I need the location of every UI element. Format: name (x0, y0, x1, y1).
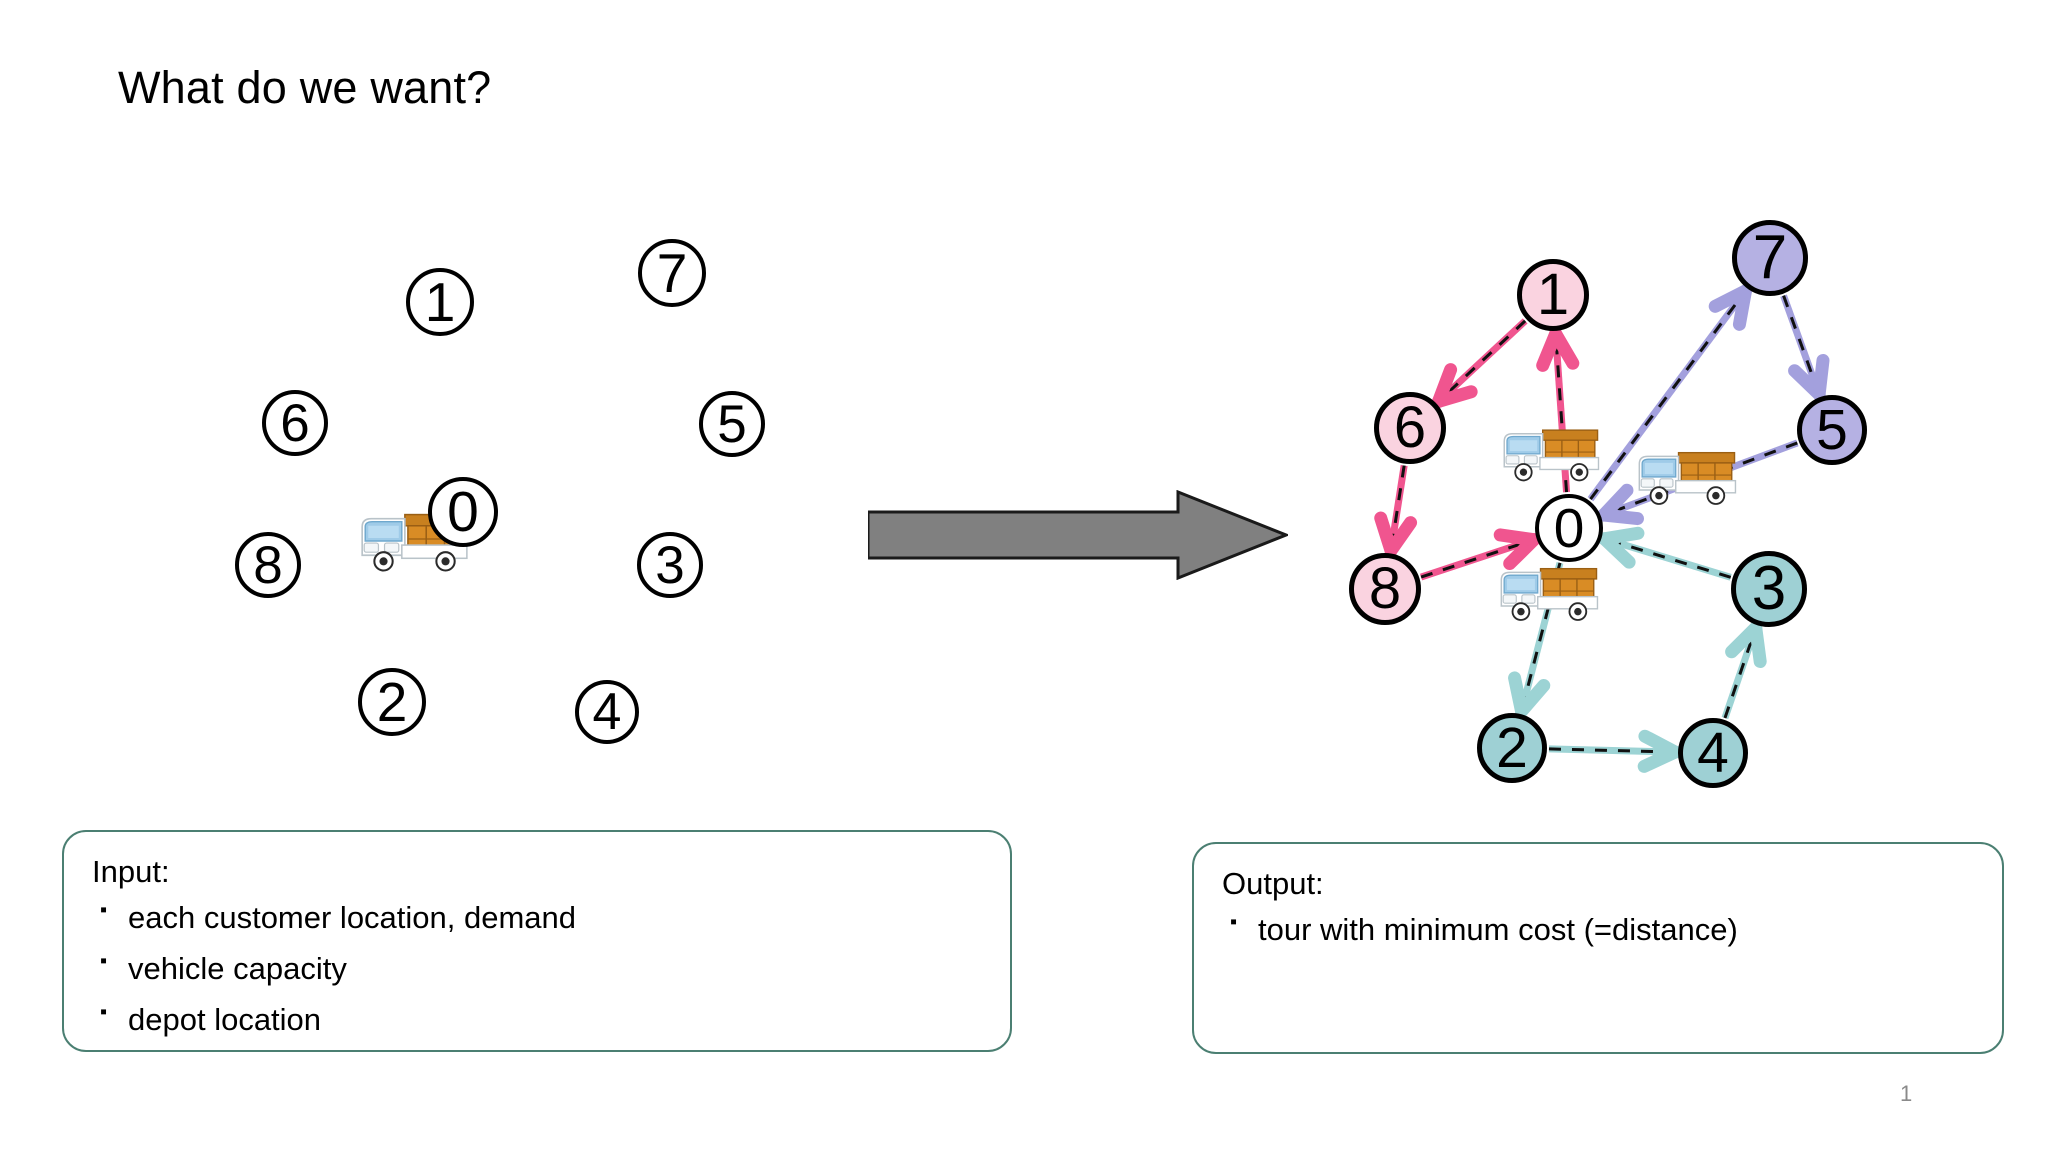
node-label: 2 (1496, 715, 1528, 780)
route-teal-edge-4-3 (1721, 621, 1767, 720)
output-node-5: 5 (1797, 395, 1867, 465)
node-label: 5 (1816, 397, 1848, 462)
input-description-box: Input: each customer location, demand ve… (62, 830, 1012, 1052)
route-purple-edge-5-0 (1597, 439, 1799, 526)
input-node-0: 0 (428, 477, 498, 547)
output-node-6: 6 (1374, 392, 1446, 464)
delivery-truck-icon (1495, 410, 1605, 496)
list-item: vehicle capacity (100, 950, 576, 987)
input-box-list: each customer location, demand vehicle c… (100, 899, 576, 1053)
output-node-8: 8 (1349, 553, 1421, 625)
output-node-3: 3 (1731, 551, 1807, 627)
route-teal-edge-3-0 (1597, 526, 1732, 581)
route-pink-edge-8-0 (1419, 528, 1541, 581)
page-title: What do we want? (118, 62, 492, 113)
node-label: 1 (1536, 262, 1570, 327)
route-pink-edge-6-8 (1374, 465, 1418, 557)
output-box-list: tour with minimum cost (=distance) (1230, 911, 1738, 963)
node-label: 1 (424, 270, 456, 333)
node-label: 5 (717, 394, 747, 454)
input-node-6: 6 (262, 390, 328, 456)
node-label: 4 (1697, 720, 1729, 785)
node-label: 3 (655, 535, 685, 595)
list-item: each customer location, demand (100, 899, 576, 936)
node-label: 3 (1751, 554, 1787, 623)
delivery-truck-icon (1630, 432, 1742, 520)
node-label: 7 (656, 241, 688, 304)
output-description-box: Output: tour with minimum cost (=distanc… (1192, 842, 2004, 1054)
node-label: 6 (280, 393, 310, 453)
output-node-0: 0 (1535, 494, 1603, 562)
output-node-7: 7 (1732, 220, 1808, 296)
right-arrow-icon (866, 489, 1291, 581)
input-node-5: 5 (699, 391, 765, 457)
input-node-2: 2 (358, 668, 426, 736)
output-node-4: 4 (1678, 718, 1748, 788)
output-box-heading: Output: (1222, 866, 1324, 901)
route-teal-edge-2-4 (1548, 729, 1682, 773)
route-pink-edge-1-6 (1432, 318, 1528, 408)
route-pink-edge-0-1 (1536, 327, 1580, 493)
node-label: 0 (447, 479, 479, 544)
input-node-1: 1 (406, 268, 474, 336)
output-node-2: 2 (1477, 713, 1547, 783)
list-item: depot location (100, 1001, 576, 1038)
input-node-7: 7 (638, 239, 706, 307)
node-label: 0 (1553, 496, 1585, 559)
route-teal-edge-0-2 (1508, 561, 1564, 718)
node-label: 2 (376, 670, 408, 733)
input-node-4: 4 (575, 680, 639, 744)
output-node-1: 1 (1517, 259, 1589, 331)
delivery-truck-icon (352, 492, 474, 588)
input-box-heading: Input: (92, 854, 170, 889)
page-number: 1 (1900, 1081, 1913, 1106)
list-item: tour with minimum cost (=distance) (1230, 911, 1738, 948)
node-label: 6 (1393, 395, 1427, 460)
delivery-truck-icon (1492, 548, 1604, 636)
input-node-8: 8 (235, 532, 301, 598)
route-purple-edge-7-5 (1780, 294, 1830, 401)
input-node-3: 3 (637, 532, 703, 598)
node-label: 4 (592, 683, 622, 741)
route-purple-edge-0-7 (1587, 284, 1753, 502)
node-label: 7 (1752, 223, 1788, 292)
node-label: 8 (253, 535, 283, 595)
node-label: 8 (1368, 556, 1402, 621)
